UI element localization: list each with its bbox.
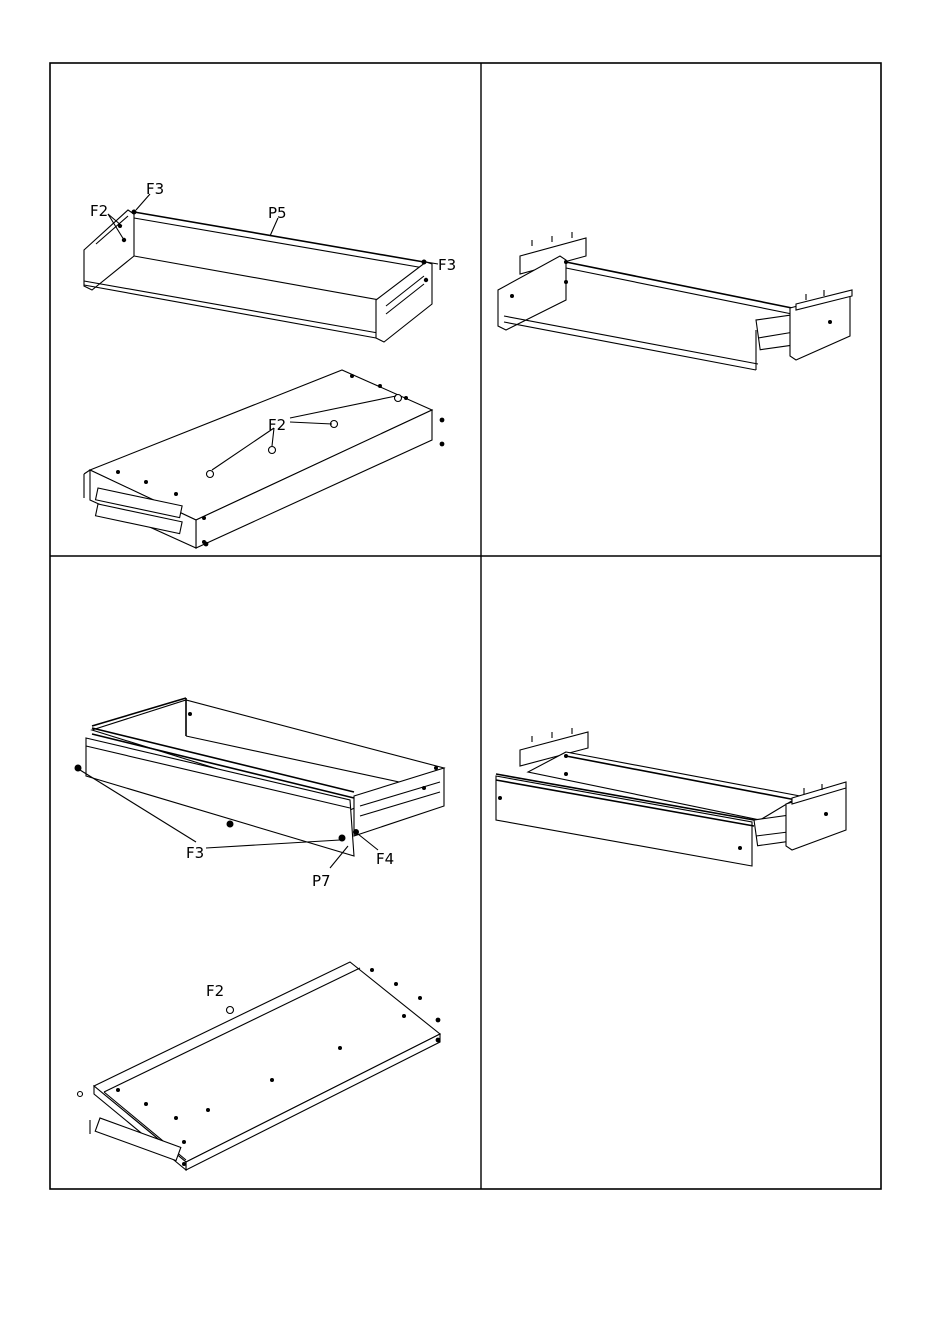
panel-grid: [50, 63, 881, 1189]
panel-top-right: [498, 232, 852, 370]
label-F3-upper-right: F3: [438, 256, 456, 274]
drawer-box-drawing: [84, 370, 444, 548]
drawer-with-slides-drawing: [498, 232, 852, 370]
label-F2-upper-left: F2: [90, 202, 108, 220]
label-F2-lower: F2: [268, 416, 286, 434]
completed-drawer-drawing: [496, 728, 846, 866]
drawer-box-bottom-drawing: [78, 962, 441, 1170]
label-F3-upper-left: F3: [146, 180, 164, 198]
panel-bottom-left: F3 F4 P7 F2: [75, 698, 445, 1170]
label-P7: P7: [312, 872, 331, 890]
label-F2-bottom: F2: [206, 982, 224, 1000]
tray-shell-drawing: [84, 194, 438, 342]
drawer-front-assembly-drawing: [75, 698, 445, 868]
label-P5: P5: [268, 204, 287, 222]
label-F4: F4: [376, 850, 394, 868]
panel-top-left: F3 F2 P5 F3: [84, 180, 456, 548]
panel-bottom-right: [496, 728, 846, 866]
label-F3: F3: [186, 844, 204, 862]
